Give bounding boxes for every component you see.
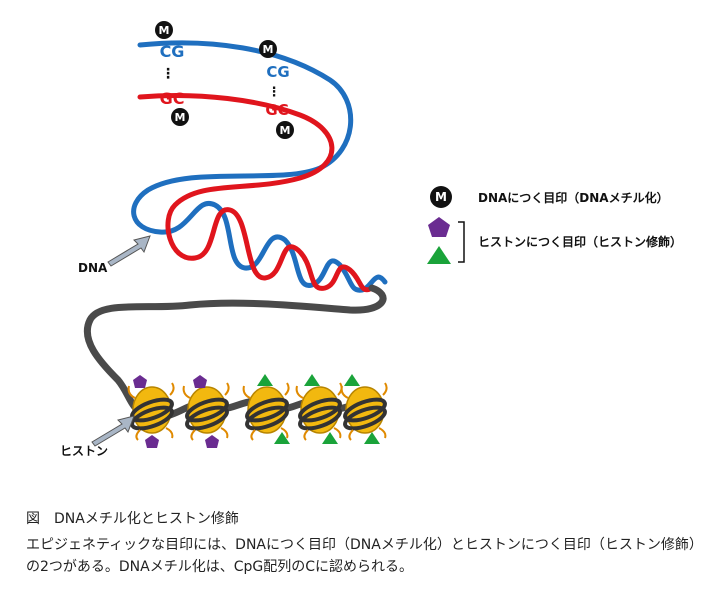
chromatin-strand — [83, 284, 387, 421]
epigenetics-diagram: M CG ⋮ GC M M CG ⋮ GC M DNA ヒストン M DNAにつ… — [60, 21, 682, 458]
cpg-pair-2: M CG ⋮ GC M — [259, 40, 294, 139]
svg-text:M: M — [159, 24, 170, 37]
dna-callout: DNA — [78, 235, 151, 275]
base-pair-dots: ⋮ — [268, 85, 281, 100]
svg-text:M: M — [435, 190, 447, 204]
diagram-canvas: M CG ⋮ GC M M CG ⋮ GC M DNA ヒストン M DNAにつ… — [60, 21, 682, 458]
nucleosome-1 — [127, 382, 175, 441]
legend-dna-methylation: DNAにつく目印（DNAメチル化） — [478, 190, 669, 205]
dna-strand-blue — [131, 40, 388, 293]
triangle-mark-icon — [427, 246, 451, 264]
methyl-mark-icon — [155, 21, 173, 39]
cpg-bottom-label: GC — [160, 89, 185, 108]
caption-title: 図 DNAメチル化とヒストン修飾 — [26, 511, 239, 527]
histone-label: ヒストン — [60, 444, 108, 458]
svg-text:M: M — [175, 111, 186, 124]
legend-bracket — [458, 221, 465, 263]
methyl-mark-icon — [276, 121, 294, 139]
nucleosome-4 — [295, 382, 343, 441]
pentagon-mark-icon — [428, 217, 450, 237]
pentagon-mark-icon — [133, 375, 219, 448]
methyl-mark-icon — [259, 40, 277, 58]
histone-callout: ヒストン — [60, 415, 135, 458]
arrow-icon — [107, 235, 151, 267]
caption-body: エピジェネティックな目印には、DNAにつく目印（DNAメチル化）とヒストンにつく… — [26, 537, 703, 575]
nucleosome-5 — [340, 382, 388, 441]
base-pair-dots: ⋮ — [161, 66, 175, 82]
legend-histone-modification: ヒストンにつく目印（ヒストン修飾） — [478, 234, 682, 249]
svg-text:M: M — [263, 43, 274, 56]
arrow-icon — [91, 415, 135, 447]
nucleosome-2 — [182, 382, 230, 441]
cpg-top-label: CG — [266, 63, 289, 81]
nucleosome-3 — [242, 382, 290, 441]
figure-caption: 図 DNAメチル化とヒストン修飾 エピジェネティックな目印には、DNAにつく目印… — [26, 508, 706, 578]
legend: M DNAにつく目印（DNAメチル化） ヒストンにつく目印（ヒストン修飾） — [427, 186, 682, 264]
cpg-bottom-label: GC — [265, 101, 288, 119]
cpg-pair-1: M CG ⋮ GC M — [155, 21, 189, 126]
dna-label: DNA — [78, 261, 108, 275]
dna-strand-red — [137, 93, 375, 293]
cpg-top-label: CG — [160, 42, 185, 61]
methyl-mark-icon — [171, 108, 189, 126]
triangle-mark-icon — [257, 374, 380, 444]
svg-text:M: M — [280, 124, 291, 137]
methyl-mark-icon — [430, 186, 452, 208]
